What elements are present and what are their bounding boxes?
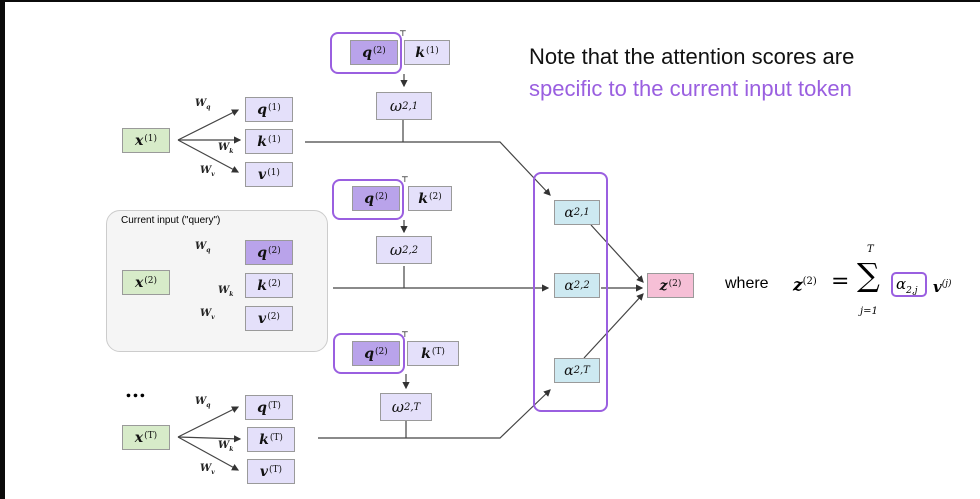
context-vector-z2: z(2): [647, 273, 694, 298]
query-highlight: [333, 333, 405, 374]
dot-key-k2: k(2): [408, 186, 452, 211]
transpose-mark: ⊤: [401, 330, 409, 339]
formula-where: where: [725, 275, 769, 292]
key-kT: k(T): [247, 427, 295, 452]
transpose-mark: ⊤: [399, 29, 407, 38]
query-highlight: [332, 179, 404, 220]
dot-query-q2: q(2): [352, 341, 400, 366]
note-line-2: specific to the current input token: [529, 76, 852, 101]
query-highlight: [330, 32, 402, 74]
formula-sum: ∑: [857, 256, 880, 294]
query-q2: q(2): [245, 240, 293, 265]
formula-alpha-highlight: α2,j: [891, 272, 927, 297]
dot-query-q2: q(2): [350, 40, 398, 65]
value-v1: v(1): [245, 162, 293, 187]
formula-lower: j=1: [860, 306, 878, 317]
attention-weights-highlight: [533, 172, 608, 412]
dot-key-kT: k(T): [407, 341, 459, 366]
weight-wq-label: Wq: [195, 98, 211, 111]
value-v2: v(2): [245, 306, 293, 331]
query-q1: q(1): [245, 97, 293, 122]
ellipsis: ...: [125, 378, 146, 402]
diagram-canvas: Current input ("query") x(1) q(1) k(1) v…: [5, 2, 980, 499]
dot-key-k1: k(1): [404, 40, 450, 65]
formula-value: v(j): [933, 278, 952, 296]
formula-lhs: z(2): [793, 275, 817, 296]
weight-wv-label: Wv: [200, 308, 215, 321]
weight-wv-label: Wv: [200, 165, 215, 178]
formula-upper: T: [867, 244, 874, 255]
formula-equals: =: [831, 269, 850, 294]
current-input-label: Current input ("query"): [121, 215, 221, 226]
weight-wk-label: Wk: [218, 142, 234, 155]
dot-query-q2: q(2): [352, 186, 400, 211]
weight-wq-label: Wq: [195, 396, 211, 409]
weight-wv-label: Wv: [200, 463, 215, 476]
input-x1: x(1): [122, 128, 170, 153]
input-xT: x(T): [122, 425, 170, 450]
query-qT: q(T): [245, 395, 293, 420]
value-vT: v(T): [247, 459, 295, 484]
transpose-mark: ⊤: [401, 175, 409, 184]
weight-wq-label: Wq: [195, 241, 211, 254]
key-k1: k(1): [245, 129, 293, 154]
weight-wk-label: Wk: [218, 285, 234, 298]
weight-wk-label: Wk: [218, 440, 234, 453]
input-x2: x(2): [122, 270, 170, 295]
note-line-1: Note that the attention scores are: [529, 44, 855, 69]
key-k2: k(2): [245, 273, 293, 298]
